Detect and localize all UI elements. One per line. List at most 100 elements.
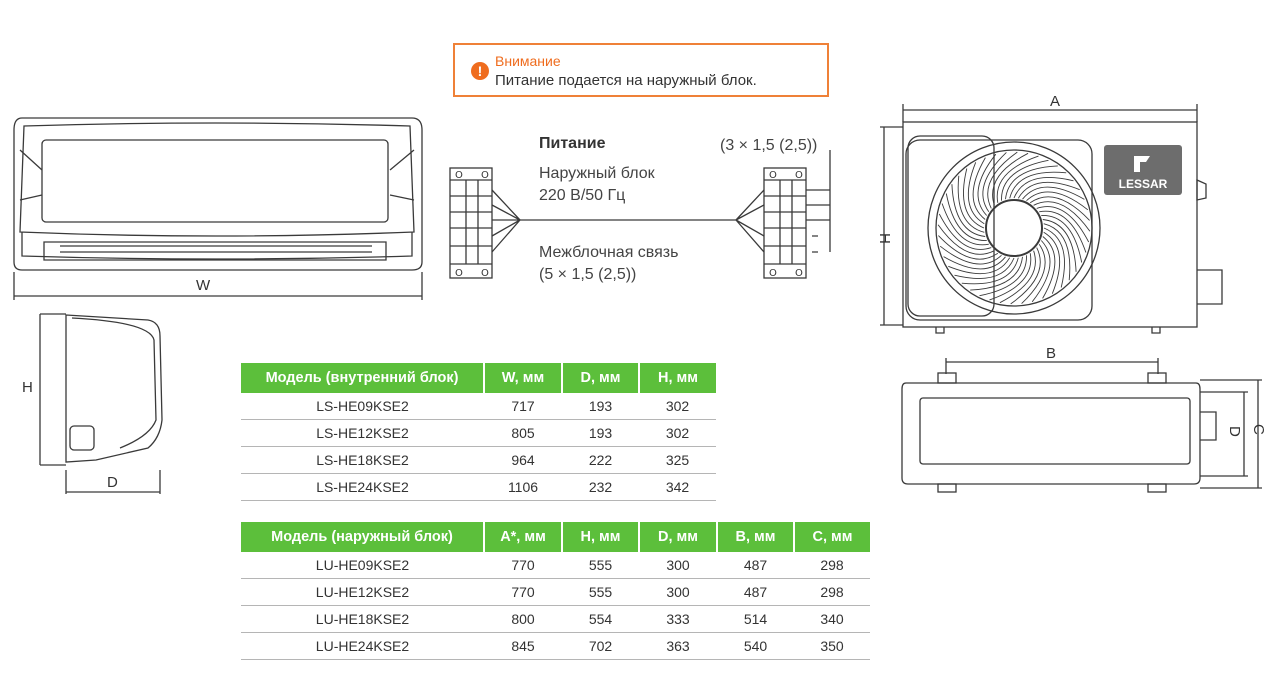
value-cell: 350 (794, 632, 870, 660)
fan-blade-line (961, 257, 1019, 285)
fan-blade-line (948, 257, 1011, 275)
outdoor-unit-top-view (901, 358, 1262, 493)
voltage-label: 220 В/50 Гц (539, 187, 625, 204)
fan-blade-line (1043, 223, 1071, 281)
fan-blade-line (977, 153, 997, 216)
table-row: LS-HE18KSE2 964 222 325 (241, 446, 716, 474)
label-b: B (1046, 345, 1056, 362)
logo-text: LESSAR (1119, 177, 1168, 191)
lessar-logo: LESSAR (1104, 145, 1182, 195)
value-cell: 363 (639, 632, 717, 660)
value-cell: 325 (639, 446, 716, 474)
model-cell: LS-HE09KSE2 (241, 393, 484, 420)
indoor-unit-front-view (13, 117, 423, 271)
fan-blade-line (967, 162, 985, 225)
fan-blade-line (1017, 181, 1080, 199)
fan-blade-line (1029, 196, 1090, 221)
value-cell: 964 (484, 446, 562, 474)
terminal-o-left: O (455, 170, 463, 181)
outdoor-unit-label: Наружный блок (539, 165, 656, 182)
value-cell: 193 (562, 419, 639, 447)
fan-blade-line (954, 257, 1015, 279)
fan-blade-line (1009, 171, 1067, 199)
interconnect-label: Межблочная связь (539, 244, 678, 261)
value-cell: 770 (484, 552, 562, 579)
terminal-o-right-3: O (769, 268, 777, 279)
fan-blade-line (972, 157, 986, 220)
model-cell: LU-HE09KSE2 (241, 552, 484, 579)
fan-blade-line (1005, 165, 1058, 200)
value-cell: 487 (717, 552, 794, 579)
value-cell: 300 (639, 578, 717, 606)
label-d-outdoor: D (1226, 426, 1243, 437)
terminal-o-left-4: O (481, 268, 489, 279)
value-cell: 717 (484, 393, 562, 420)
fan-blade-line (1026, 191, 1089, 211)
value-cell: 300 (639, 552, 717, 579)
fan-blade-line (943, 256, 1006, 270)
terminal-o-right-2: O (795, 170, 803, 181)
fan-blade-line (1042, 236, 1056, 299)
value-cell: 805 (484, 419, 562, 447)
fan-blade-line (1039, 210, 1087, 253)
value-cell: 800 (484, 605, 562, 633)
value-cell: 340 (794, 605, 870, 633)
value-cell: 487 (717, 578, 794, 606)
header-d: D, мм (562, 363, 640, 393)
table-row: LS-HE12KSE2 805 193 302 (241, 419, 716, 447)
fan-blade-line (938, 235, 999, 260)
interconnect-cable-label: (5 × 1,5 (2,5)) (539, 266, 636, 283)
value-cell: 298 (794, 552, 870, 579)
terminal-o-right: O (769, 170, 777, 181)
model-cell: LU-HE18KSE2 (241, 605, 484, 633)
table-row: LS-HE24KSE2 1106 232 342 (241, 473, 716, 501)
fan-blade-line (1021, 243, 1046, 304)
label-c-outdoor: C (1250, 424, 1267, 435)
value-cell: 193 (562, 393, 639, 420)
warning-title: Внимание (495, 53, 561, 69)
fan-blade-line (1022, 186, 1085, 200)
value-cell: 845 (484, 632, 562, 660)
warning-notice: ! Внимание Питание подается на наружный … (453, 43, 829, 97)
fan-blade-line (982, 152, 1007, 213)
indoor-units-table: Модель (внутренний блок) W, мм D, мм H, … (241, 363, 716, 501)
fan-blade-line (1036, 206, 1090, 243)
fan-blade-line (941, 203, 989, 246)
header-h: H, мм (562, 522, 640, 552)
model-cell: LU-HE24KSE2 (241, 632, 484, 660)
power-title: Питание (539, 135, 606, 152)
value-cell: 333 (639, 605, 717, 633)
warning-icon: ! (471, 62, 489, 80)
outdoor-unit-front-view (880, 104, 1223, 334)
outdoor-units-table: Модель (наружный блок) A*, мм H, мм D, м… (241, 522, 870, 660)
value-cell: 232 (562, 473, 639, 501)
terminal-o-left-2: O (481, 170, 489, 181)
fan-blade-line (1033, 201, 1091, 232)
value-cell: 554 (562, 605, 639, 633)
fan-blade-line (1043, 231, 1061, 294)
table-row: LS-HE09KSE2 717 193 302 (241, 393, 716, 420)
power-cable-label: (3 × 1,5 (2,5)) (720, 137, 817, 154)
fan-blade-line (987, 151, 1018, 209)
label-d-indoor: D (107, 474, 118, 491)
model-cell: LS-HE12KSE2 (241, 419, 484, 447)
table-header-row: Модель (внутренний блок) W, мм D, мм H, … (241, 363, 716, 393)
value-cell: 770 (484, 578, 562, 606)
fan-blade-line (957, 175, 985, 233)
label-a: A (1050, 93, 1060, 110)
value-cell: 555 (562, 578, 639, 606)
value-cell: 514 (717, 605, 794, 633)
value-cell: 302 (639, 419, 716, 447)
fan-blade-line (963, 168, 985, 229)
fan-blade-line (937, 224, 995, 255)
model-cell: LS-HE24KSE2 (241, 473, 484, 501)
fan-grille (927, 141, 1101, 315)
label-h-outdoor: H (876, 233, 893, 244)
value-cell: 555 (562, 552, 639, 579)
header-d: D, мм (639, 522, 718, 552)
value-cell: 342 (639, 473, 716, 501)
fan-blade-line (945, 193, 987, 241)
fan-blade-line (1010, 247, 1041, 305)
wiring-diagram (449, 150, 831, 279)
